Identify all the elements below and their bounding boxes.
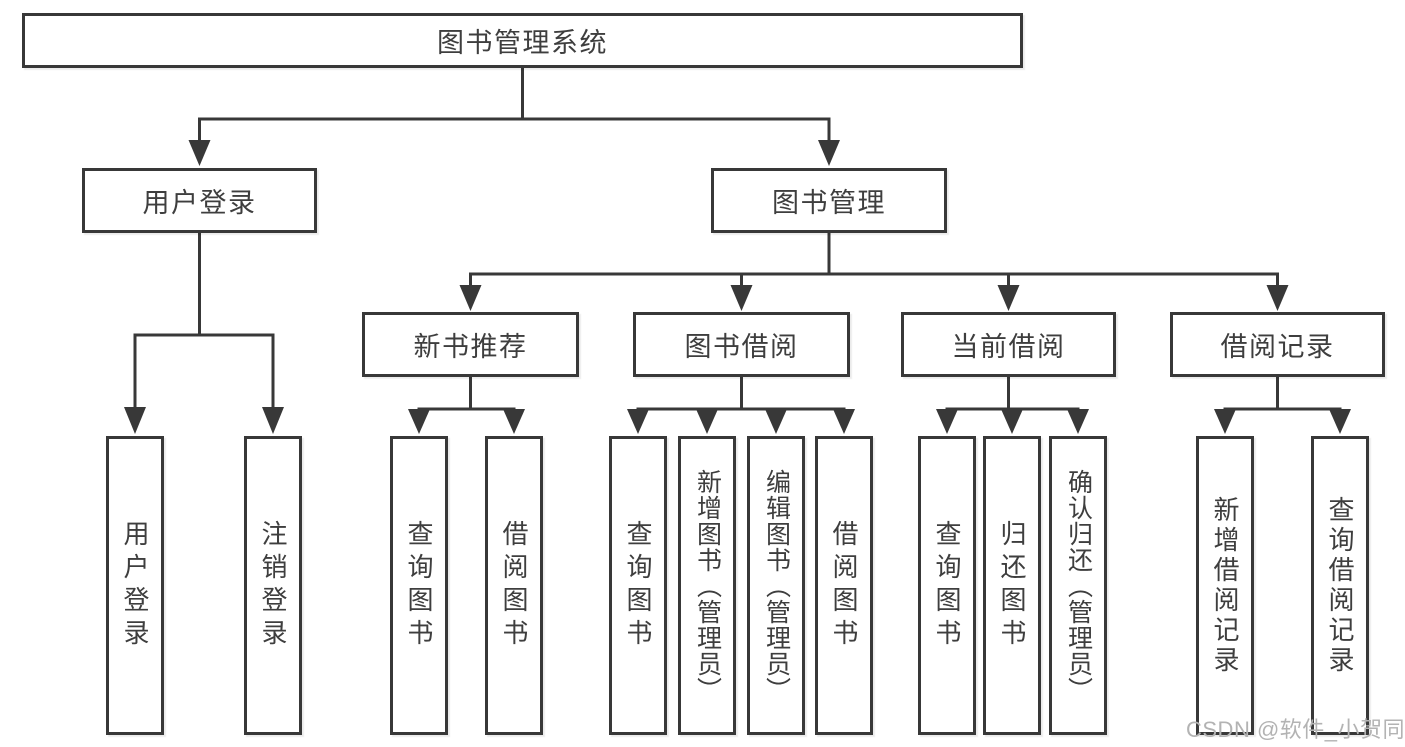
connector-book-management — [469, 229, 1279, 292]
leaf-confirm-return-admin: 确认归还（管理员） — [1049, 436, 1107, 735]
leaf-edit-book-admin: 编辑图书（管理员） — [747, 436, 805, 735]
node-label: 新书推荐 — [413, 332, 528, 362]
connector-borrowing-records — [1223, 373, 1342, 415]
leaf-label: 新增借阅记录 — [1210, 495, 1240, 676]
node-label: 当前借阅 — [951, 332, 1066, 362]
leaf-label: 编辑图书（管理员） — [762, 468, 791, 703]
arrowhead — [408, 409, 430, 434]
leaf-query-books-recommend: 查询图书 — [390, 436, 448, 735]
leaf-query-borrow-record: 查询借阅记录 — [1311, 436, 1369, 735]
arrowhead — [188, 140, 211, 166]
leaf-label: 查询图书 — [623, 519, 653, 652]
arrowhead — [1329, 409, 1351, 434]
node-borrowing-records: 借阅记录 — [1170, 312, 1385, 377]
leaf-query-books-current: 查询图书 — [918, 436, 976, 735]
arrowhead — [1266, 285, 1289, 311]
arrowhead — [1067, 409, 1089, 434]
arrowhead — [997, 285, 1020, 311]
leaf-return-books: 归还图书 — [983, 436, 1041, 735]
connector-root — [198, 64, 831, 146]
leaf-label: 借阅图书 — [829, 519, 859, 652]
leaf-label: 查询图书 — [932, 519, 962, 652]
arrowhead — [730, 285, 753, 311]
arrowhead — [765, 409, 787, 434]
node-label: 图书管理 — [772, 188, 886, 218]
leaf-label: 借阅图书 — [499, 519, 529, 652]
node-current-borrowing: 当前借阅 — [901, 312, 1116, 377]
leaf-label: 注销登录 — [258, 519, 288, 652]
leaf-label: 查询图书 — [404, 519, 434, 652]
connector-book-borrowing — [636, 373, 846, 415]
node-label: 借阅记录 — [1220, 332, 1335, 362]
arrowhead — [627, 409, 649, 434]
leaf-label: 查询借阅记录 — [1325, 495, 1355, 676]
arrowhead — [262, 407, 284, 434]
leaf-user-login: 用户登录 — [106, 436, 164, 735]
node-label: 图书管理系统 — [437, 28, 608, 58]
connector-user-login — [133, 229, 275, 414]
node-new-book-recommendation: 新书推荐 — [362, 312, 579, 377]
leaf-borrow-books: 借阅图书 — [815, 436, 873, 735]
arrowhead — [818, 140, 840, 166]
csdn-watermark: CSDN @软件_小贺同学 — [1186, 717, 1405, 742]
arrowhead — [124, 407, 146, 434]
node-book-borrowing: 图书借阅 — [633, 312, 850, 377]
arrowhead — [833, 409, 855, 434]
leaf-label: 新增图书（管理员） — [693, 468, 722, 703]
node-label: 图书借阅 — [684, 332, 799, 362]
arrowhead — [1214, 409, 1236, 434]
leaf-borrow-books-recommend: 借阅图书 — [485, 436, 543, 735]
node-label: 用户登录 — [142, 188, 257, 218]
leaf-add-borrow-record: 新增借阅记录 — [1196, 436, 1254, 735]
connector-new-book-recommendation — [417, 373, 516, 415]
leaf-add-book-admin: 新增图书（管理员） — [678, 436, 736, 735]
node-book-management: 图书管理 — [711, 168, 947, 233]
arrowhead — [1001, 409, 1023, 434]
leaf-query-books-borrow: 查询图书 — [609, 436, 667, 735]
arrowhead — [936, 409, 958, 434]
leaf-logout: 注销登录 — [244, 436, 302, 735]
arrowhead — [503, 409, 525, 434]
node-user-login: 用户登录 — [82, 168, 317, 233]
leaf-label: 用户登录 — [120, 519, 150, 652]
connector-current-borrowing — [945, 373, 1080, 415]
arrowhead — [459, 285, 482, 311]
arrowhead — [696, 409, 718, 434]
leaf-label: 确认归还（管理员） — [1064, 468, 1093, 703]
leaf-label: 归还图书 — [997, 519, 1027, 652]
node-library-management-system: 图书管理系统 — [22, 13, 1023, 68]
